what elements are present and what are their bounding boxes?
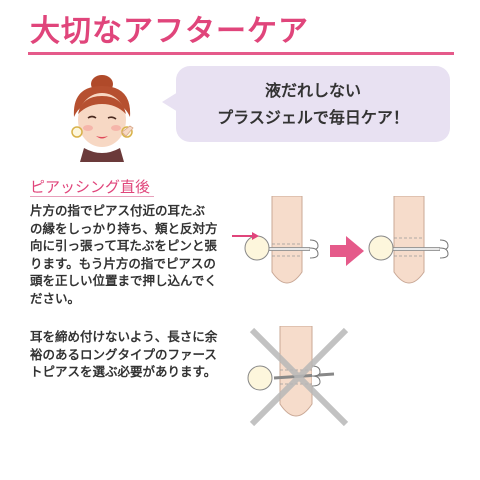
push-arrow-icon [232, 232, 259, 240]
page-title: 大切なアフターケア [30, 14, 309, 49]
paragraph-line: ります。もう片方の指でピアスの [30, 255, 216, 271]
paragraph-line: の縁をしっかり持ち、頬と反対方 [30, 220, 218, 236]
speech-bubble [176, 66, 450, 142]
speech-line-2: プラスジェルで毎日ケア！ [217, 108, 409, 127]
woman-avatar-icon [71, 75, 134, 162]
section-heading: ピアッシング直後 [30, 178, 151, 196]
paragraph-line: 頭を正しい位置まで押し込んでく [30, 273, 217, 288]
earlobe-wrong-diagram [247, 326, 349, 426]
paragraph-line: ださい。 [30, 290, 81, 306]
paragraph-line: 耳を締め付けないよう、長さに余 [30, 329, 218, 344]
section-heading-underline [30, 196, 154, 197]
earlobe-before-diagram [232, 196, 319, 284]
cross-mark-icon [249, 327, 349, 426]
title-underline [28, 52, 454, 55]
speech-line-1: 液だれしない [264, 81, 361, 100]
speech-bubble-tail [162, 92, 178, 112]
earlobe-after-diagram [368, 196, 449, 284]
paragraph-line: 裕のあるロングタイプのファース [30, 346, 217, 362]
arrow-right-icon [330, 236, 364, 266]
paragraph-line: トピアスを選ぶ必要があります。 [30, 364, 217, 379]
caution-paragraph: 耳を締め付けないよう、長さに余 裕のあるロングタイプのファース トピアスを選ぶ必… [30, 328, 235, 381]
paragraph-line: 向に引っ張って耳たぶをピンと張 [30, 238, 217, 253]
instruction-paragraph: 片方の指でピアス付近の耳たぶ の縁をしっかり持ち、頬と反対方 向に引っ張って耳た… [30, 202, 235, 307]
speech-bubble-text: 液だれしない プラスジェルで毎日ケア！ [176, 77, 450, 131]
paragraph-line: 片方の指でピアス付近の耳たぶ [30, 203, 206, 218]
